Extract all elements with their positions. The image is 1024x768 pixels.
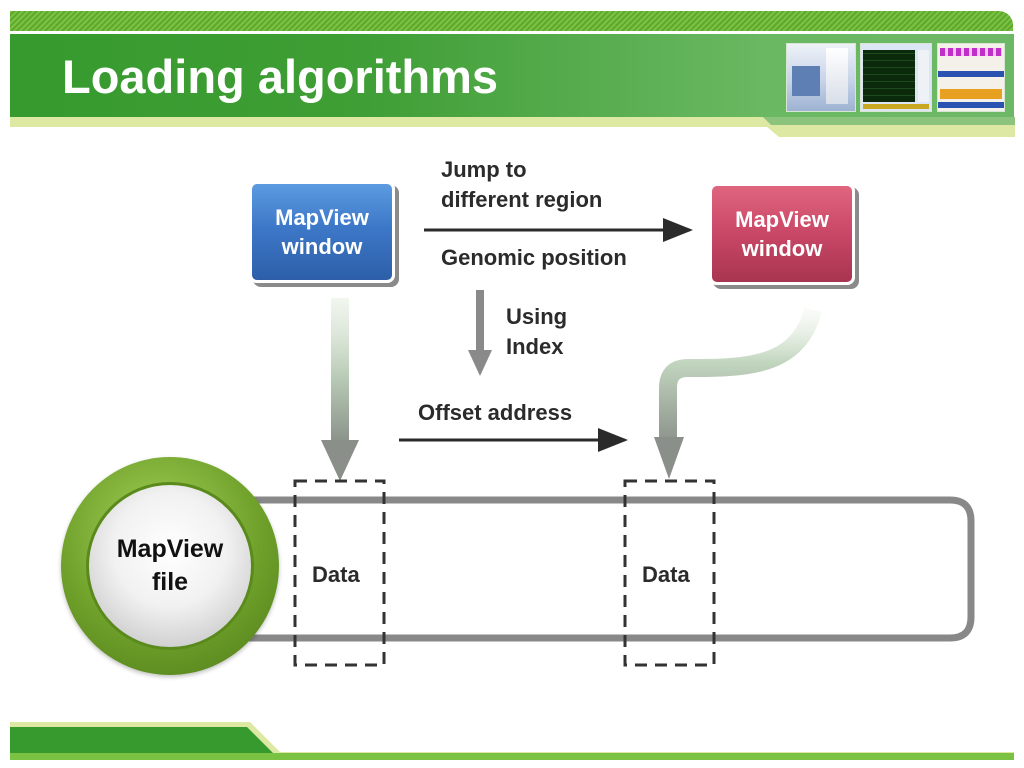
index-arrow-head: [468, 350, 492, 376]
index-label: Using Index: [506, 302, 567, 362]
load-arrow-curve-right: [659, 307, 822, 440]
source-window-line2: window: [281, 234, 363, 259]
index-label-line2: Index: [506, 334, 564, 359]
data-block-outline-1: [293, 479, 386, 667]
data-block-label-1: Data: [312, 562, 360, 587]
file-label-line1: MapView: [116, 535, 224, 563]
load-arrow-head-right: [654, 437, 684, 479]
header-underline-slant: [755, 117, 1015, 137]
header-underline: [10, 117, 770, 127]
target-mapview-window: MapView window: [709, 183, 855, 285]
footer-band: [10, 722, 1014, 760]
load-arrow-shaft-left: [331, 298, 349, 440]
slide-title: Loading algorithms: [62, 50, 499, 103]
target-window-line2: window: [741, 236, 823, 261]
instrument-photo-thumbnail: [786, 43, 856, 112]
software-map-thumbnail: [937, 43, 1005, 112]
jump-label-line2: different region: [441, 187, 603, 212]
load-arrow-head-left: [321, 440, 359, 481]
jump-label: Jump to different region: [441, 155, 602, 215]
source-mapview-window: MapView window: [249, 181, 395, 283]
target-window-line1: MapView: [735, 207, 829, 232]
offset-address-label: Offset address: [418, 400, 573, 425]
file-label-line2: file: [151, 568, 189, 596]
genomic-position-label: Genomic position: [441, 245, 627, 270]
header-stripe: [10, 11, 1013, 31]
jump-label-line1: Jump to: [441, 157, 527, 182]
index-label-line1: Using: [506, 304, 568, 329]
mapview-file: MapView file: [86, 482, 254, 650]
software-trace-thumbnail: [860, 43, 932, 112]
source-window-line1: MapView: [275, 205, 369, 230]
data-block-outline-2: [623, 479, 716, 667]
data-block-label-2: Data: [642, 562, 690, 587]
memory-bar: [230, 496, 975, 642]
index-arrow-shaft: [476, 290, 484, 352]
